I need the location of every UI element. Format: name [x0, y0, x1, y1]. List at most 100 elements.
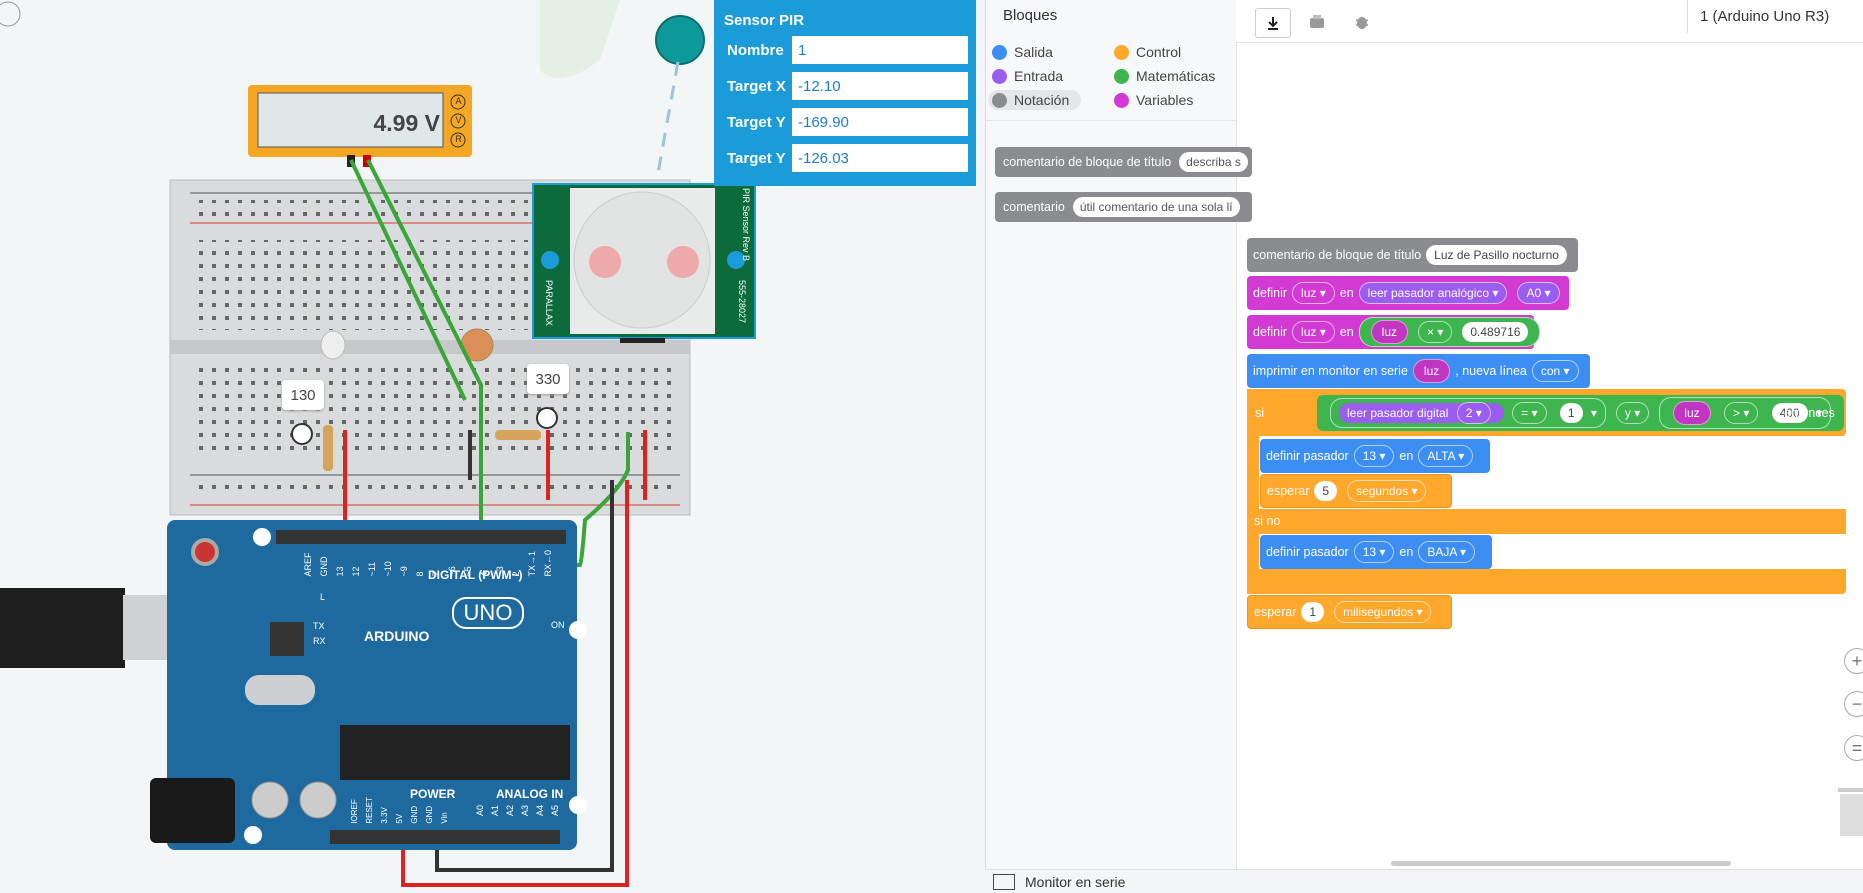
- analog-pin-dropdown[interactable]: A0: [1517, 282, 1560, 304]
- arduino-digital-label: DIGITAL (PWM~): [428, 568, 523, 582]
- serial-monitor-bar[interactable]: Monitor en serie: [985, 869, 1863, 893]
- category-control[interactable]: Control: [1114, 44, 1181, 60]
- gt-operator-dropdown[interactable]: >: [1723, 402, 1759, 424]
- zoom-in-icon[interactable]: +: [1844, 648, 1863, 674]
- var-dropdown[interactable]: luz: [1292, 321, 1335, 343]
- download-icon[interactable]: [1255, 8, 1291, 38]
- var-pill[interactable]: luz: [1412, 359, 1451, 383]
- pin-label: TX→1: [527, 551, 537, 577]
- block-label: definir pasador: [1266, 545, 1349, 559]
- category-notacion[interactable]: Notación: [988, 90, 1082, 110]
- target-x-input[interactable]: -12.10: [791, 71, 969, 101]
- prop-key: Target Y: [721, 107, 791, 137]
- name-input[interactable]: 1: [791, 35, 969, 65]
- gt-value-input[interactable]: 400: [1771, 403, 1808, 423]
- category-variables[interactable]: Variables: [1114, 92, 1193, 108]
- target-y-input-2[interactable]: -126.03: [791, 143, 969, 173]
- zoom-reset-icon[interactable]: =: [1844, 735, 1863, 761]
- pin-dropdown[interactable]: 13: [1353, 445, 1395, 467]
- title-comment-input[interactable]: Luz de Pasillo nocturno: [1426, 245, 1567, 265]
- category-entrada[interactable]: Entrada: [992, 68, 1063, 84]
- code-workspace[interactable]: 1 (Arduino Uno R3) comentario de bloque …: [1236, 0, 1863, 893]
- kw-definir: definir: [1253, 325, 1288, 339]
- arduino-led-tx: TX: [313, 621, 325, 631]
- arduino-power-pins: IOREF RESET 3.3V 5V GND GND Vin: [350, 797, 455, 824]
- circuit-canvas[interactable]: 4.99 V A V R 130 330 PIR Sensor Rev B PA…: [0, 0, 985, 893]
- pin-label: A2: [505, 805, 515, 817]
- compare-block[interactable]: leer pasador digital 2 = 1: [1330, 398, 1606, 428]
- code-toolbar: 1 (Arduino Uno R3): [1236, 0, 1863, 43]
- logic-operator-dropdown[interactable]: y: [1615, 402, 1650, 424]
- pir-panel-title: Sensor PIR: [724, 12, 805, 29]
- state-dropdown[interactable]: BAJA: [1418, 541, 1476, 563]
- pin-label: ~11: [367, 561, 377, 577]
- pin-label: GND: [425, 805, 434, 824]
- arduino-analog-pins: A0 A1 A2 A3 A4 A5: [475, 805, 565, 816]
- pir-sensor-label: PIR Sensor Rev B: [741, 188, 751, 262]
- pir-properties-panel: Sensor PIR Nombre 1 Target X -12.10 Targ…: [714, 0, 976, 186]
- components-icon[interactable]: [1300, 8, 1334, 36]
- horizontal-scrollbar[interactable]: [1391, 861, 1731, 866]
- board-select[interactable]: 1 (Arduino Uno R3): [1687, 0, 1863, 33]
- prop-key: Nombre: [721, 35, 791, 65]
- var-pill[interactable]: luz: [1673, 401, 1711, 425]
- pin-label: ~3: [495, 566, 505, 577]
- pin-label: 12: [351, 566, 361, 577]
- wait-seconds-block[interactable]: esperar 5 segundos: [1260, 474, 1452, 508]
- and-condition-block[interactable]: leer pasador digital 2 = 1 y luz > 400: [1317, 395, 1845, 431]
- title-comment-block[interactable]: comentario de bloque de título Luz de Pa…: [1247, 238, 1578, 272]
- zoom-out-icon[interactable]: −: [1844, 691, 1863, 717]
- state-dropdown[interactable]: ALTA: [1418, 445, 1474, 467]
- wait-value-input[interactable]: 1: [1301, 602, 1325, 622]
- category-matematicas[interactable]: Matemáticas: [1114, 68, 1215, 84]
- analog-read-block[interactable]: leer pasador analógico: [1358, 282, 1508, 304]
- var-pill[interactable]: luz: [1370, 320, 1408, 344]
- set-pin-low-block[interactable]: definir pasador 13 en BAJA: [1260, 535, 1492, 569]
- target-y-input[interactable]: -169.90: [791, 107, 969, 137]
- kw-si: si: [1255, 406, 1265, 420]
- wait-value-input[interactable]: 5: [1314, 481, 1338, 501]
- pin-label: ~6: [447, 566, 457, 577]
- digital-pin-dropdown[interactable]: 2: [1456, 402, 1491, 424]
- multimeter-mode-a[interactable]: A: [455, 96, 462, 106]
- compare-operator-dropdown[interactable]: =: [1512, 402, 1547, 424]
- digital-read-block[interactable]: leer pasador digital 2: [1339, 402, 1504, 424]
- prop-row-target-y-2: Target Y -126.03: [721, 143, 969, 173]
- pin-dropdown[interactable]: 13: [1353, 541, 1395, 563]
- newline-dropdown[interactable]: con: [1531, 360, 1579, 382]
- pin-label: Vin: [440, 812, 449, 824]
- serial-print-block[interactable]: imprimir en monitor en serie luz , nueva…: [1247, 354, 1590, 388]
- block-label: imprimir en monitor en serie: [1253, 364, 1408, 378]
- category-dot: [992, 68, 1007, 84]
- arduino-on-label: ON: [551, 620, 565, 630]
- category-salida[interactable]: Salida: [992, 44, 1053, 60]
- category-dot: [1114, 68, 1129, 84]
- var-dropdown[interactable]: luz: [1292, 282, 1335, 304]
- if-block-footer: [1247, 569, 1846, 594]
- multimeter-mode-v[interactable]: V: [455, 115, 462, 125]
- set-pin-high-block[interactable]: definir pasador 13 en ALTA: [1260, 439, 1490, 473]
- block-label: esperar: [1267, 484, 1310, 498]
- multiply-block[interactable]: luz × 0.489716: [1358, 317, 1541, 347]
- block-label: comentario: [1003, 200, 1065, 214]
- set-var-block-2[interactable]: definir luz en luz × 0.489716: [1247, 315, 1541, 349]
- wait-unit-dropdown[interactable]: milisegundos: [1334, 601, 1432, 623]
- greater-than-block[interactable]: luz > 400: [1659, 397, 1832, 429]
- operator-dropdown[interactable]: ×: [1418, 321, 1453, 343]
- trash-icon[interactable]: [1836, 786, 1863, 838]
- pir-target-dot: [655, 15, 705, 65]
- circuit-drawing: [0, 0, 756, 887]
- bug-icon[interactable]: [1345, 8, 1379, 36]
- pin-label: A3: [520, 805, 530, 817]
- else-bar: [1247, 509, 1846, 534]
- wait-ms-block[interactable]: esperar 1 milisegundos: [1247, 595, 1452, 629]
- multiplier-input[interactable]: 0.489716: [1462, 322, 1529, 342]
- compare-value-input[interactable]: 1: [1559, 403, 1583, 423]
- multimeter-mode-r[interactable]: R: [455, 134, 462, 144]
- fn-label: leer pasador digital: [1347, 406, 1449, 420]
- wait-unit-dropdown[interactable]: segundos: [1347, 480, 1427, 502]
- prop-row-name: Nombre 1: [721, 35, 969, 65]
- set-var-block-1[interactable]: definir luz en leer pasador analógico A0: [1247, 276, 1569, 310]
